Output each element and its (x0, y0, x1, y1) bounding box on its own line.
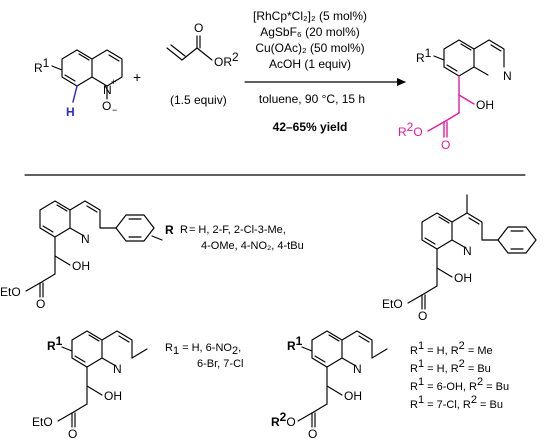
scope4-r1: R1 (287, 334, 303, 353)
scope1-r-list-line2: 4-OMe, 4-NO₂, 4-tBu (201, 240, 304, 252)
scope3-r1-list-line2: 6-Br, 7-Cl (197, 358, 243, 370)
catalyst-text: [RhCp*Cl₂]₂ (5 mol%) (253, 9, 367, 23)
n-plus-charge: + (111, 77, 116, 87)
scope3-carbonyl-o: O (68, 427, 77, 441)
product-nitrogen: N (503, 69, 512, 83)
scope1-oh: OH (72, 259, 90, 273)
yield-text: 42–65% yield (273, 120, 348, 134)
o-minus-charge: − (112, 105, 117, 115)
product-oh: OH (476, 98, 494, 112)
acid-text: AcOH (1 equiv) (269, 57, 351, 71)
scope2-eto: EtO (382, 297, 403, 311)
quinoline-n-oxide-substrate (51, 49, 123, 103)
scope1-r-list-line1: R= H, 2-F, 2-Cl-3-Me, (180, 224, 286, 236)
oxygen-label: O (102, 99, 111, 113)
scope4-nitrogen: N (353, 362, 362, 376)
scope3-oh: OH (104, 389, 122, 403)
variant-row: R1 = 6-OH, R2 = Bu (410, 376, 509, 393)
variant-row: R1 = H, R2 = Bu (410, 358, 491, 375)
variant-row: R1 = H, R2 = Me (410, 340, 493, 357)
acrylate-carbonyl-o: O (194, 21, 203, 35)
product-r2o: R2O (398, 120, 423, 139)
scope-4-methyl-2-phenyl-structure (407, 194, 537, 310)
scope-2-methyl-r1-structure (57, 330, 148, 428)
scope1-nitrogen: N (81, 232, 90, 246)
product-carbonyl-o: O (441, 138, 450, 152)
scope2-oh: OH (454, 271, 472, 285)
oxidant-text: Cu(OAc)₂ (50 mol%) (255, 41, 364, 55)
acrylate-reagent (166, 35, 213, 61)
product-r1: R1 (416, 46, 432, 65)
scope4-carbonyl-o: O (308, 427, 317, 441)
scope3-eto: EtO (32, 415, 53, 429)
scope3-nitrogen: N (113, 362, 122, 376)
scope1-carbonyl-o: O (36, 297, 45, 311)
acrylate-equiv: (1.5 equiv) (170, 93, 227, 107)
scope4-r2o: R2O (271, 410, 296, 429)
scope2-carbonyl-o: O (418, 309, 427, 323)
plus-sign: + (133, 69, 141, 85)
scope3-r1-list-line1: R1 = H, 6-NO2, (165, 342, 241, 357)
scope2-nitrogen: N (463, 244, 472, 258)
nitrogen-label: N (103, 83, 112, 97)
scope4-variant-list: R1 = H, R2 = Me R1 = H, R2 = Bu R1 = 6-O… (410, 340, 509, 411)
conditions-text: toluene, 90 °C, 15 h (259, 92, 365, 106)
scope1-eto: EtO (0, 285, 21, 299)
scope1-aryl-r: R (165, 223, 174, 237)
scope4-oh: OH (344, 389, 362, 403)
variant-row: R1 = 7-Cl, R2 = Bu (410, 394, 503, 411)
hydrogen-label: H (66, 105, 75, 119)
scope-2-aryl-structure (25, 200, 163, 298)
product-structure (427, 39, 505, 138)
r1-label-substrate: R1 (34, 56, 50, 75)
acrylate-or2: OR2 (214, 50, 239, 69)
scope3-r1: R1 (47, 334, 63, 353)
scope-2-methyl-r1-r2-structure (297, 330, 388, 428)
additive-text: AgSbF₆ (20 mol%) (260, 25, 360, 39)
